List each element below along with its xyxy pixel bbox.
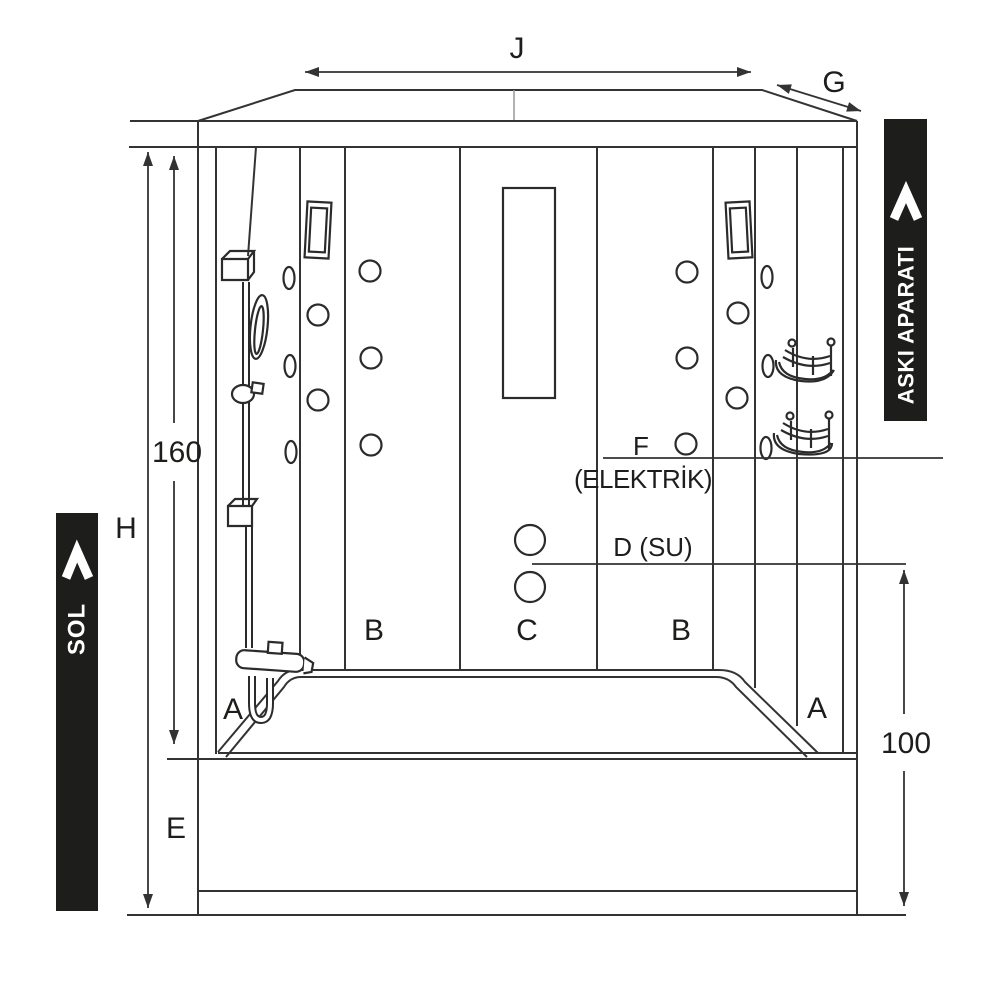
corner-shelves [772, 337, 836, 456]
massage-jet-icon [359, 346, 383, 370]
corner-shelf-icon [774, 337, 836, 383]
corner-shelf-icon [772, 410, 834, 456]
steam-nozzle-icon [283, 353, 297, 379]
rail-top-bracket-top [221, 249, 257, 260]
left-jet-panel [282, 200, 383, 465]
water-connections [513, 523, 547, 604]
mixer-spout [303, 656, 315, 675]
riser-pipe [247, 146, 257, 257]
zone-label-b-right: B [671, 614, 691, 647]
left-control-panel [303, 200, 333, 260]
steam-nozzle-icon [284, 439, 298, 465]
dim-label-160: 160 [152, 436, 202, 469]
rail-slider-knob [230, 383, 256, 405]
rail-top-bracket-side [247, 251, 256, 281]
massage-jet-icon [675, 260, 699, 284]
mixer-faucet [235, 640, 315, 675]
water-inlet-icon [513, 570, 547, 604]
massage-jet-icon [726, 301, 750, 325]
steam-nozzle-icon [282, 265, 296, 291]
steam-nozzle-icon [759, 435, 773, 461]
connection-label-elektrik: (ELEKTRİK) [574, 464, 712, 494]
center-column-window [501, 186, 557, 400]
dim-line-g [776, 84, 862, 112]
massage-jet-icon [359, 433, 383, 457]
right-jet-panel [674, 200, 775, 461]
mixer-knob [266, 640, 284, 655]
banner-right: ASKI APARATI [884, 119, 927, 421]
shower-rail-set [220, 146, 315, 725]
massage-jet-icon [674, 432, 698, 456]
banner-left-label: SOL [64, 603, 91, 655]
dimension-lines [143, 67, 943, 908]
rail-slider-clamp [250, 381, 265, 396]
right-control-panel [724, 200, 754, 260]
rail-top-bracket [220, 257, 250, 282]
roof-outline [197, 89, 858, 122]
bathtub [127, 669, 906, 916]
shower-hose-loop-highlight [250, 676, 272, 723]
massage-jet-icon [358, 259, 382, 283]
rail-bottom-bracket-top [227, 497, 260, 507]
dim-label-g: G [822, 66, 845, 99]
banner-left-bg [56, 513, 98, 911]
massage-jet-icon [306, 388, 330, 412]
banner-left: SOL [56, 513, 98, 911]
zone-label-c: C [516, 614, 538, 647]
right-control-panel-screen [728, 206, 750, 254]
banner-right-label: ASKI APARATI [894, 246, 919, 404]
left-control-panel-screen [307, 206, 329, 254]
massage-jet-icon [306, 303, 330, 327]
dim-label-e: E [166, 812, 186, 845]
tub-rim-inner [225, 676, 808, 758]
massage-jet-icon [675, 346, 699, 370]
banner-right-bg [884, 119, 927, 421]
water-inlet-icon [513, 523, 547, 557]
connection-label-f: F [633, 431, 649, 461]
zone-label-b-left: B [364, 614, 384, 647]
dim-label-h: H [115, 512, 137, 545]
dim-label-100: 100 [881, 727, 931, 760]
massage-jet-icon [725, 386, 749, 410]
chevron-up-icon [61, 539, 94, 580]
zone-label-a-right: A [807, 692, 827, 725]
zone-label-a-left: A [223, 693, 243, 726]
steam-nozzle-icon [761, 353, 775, 379]
dim-label-j: J [510, 32, 525, 65]
chevron-up-icon [889, 180, 923, 221]
connection-label-d-su: D (SU) [613, 532, 692, 562]
steam-nozzle-icon [760, 264, 774, 290]
hand-shower-handle [253, 305, 265, 355]
tub-rim-outer [217, 669, 819, 754]
rail-bottom-bracket [226, 504, 254, 528]
labels: J G H 160 E 100 A A B C B F (ELEKTRİK) D… [115, 32, 931, 845]
